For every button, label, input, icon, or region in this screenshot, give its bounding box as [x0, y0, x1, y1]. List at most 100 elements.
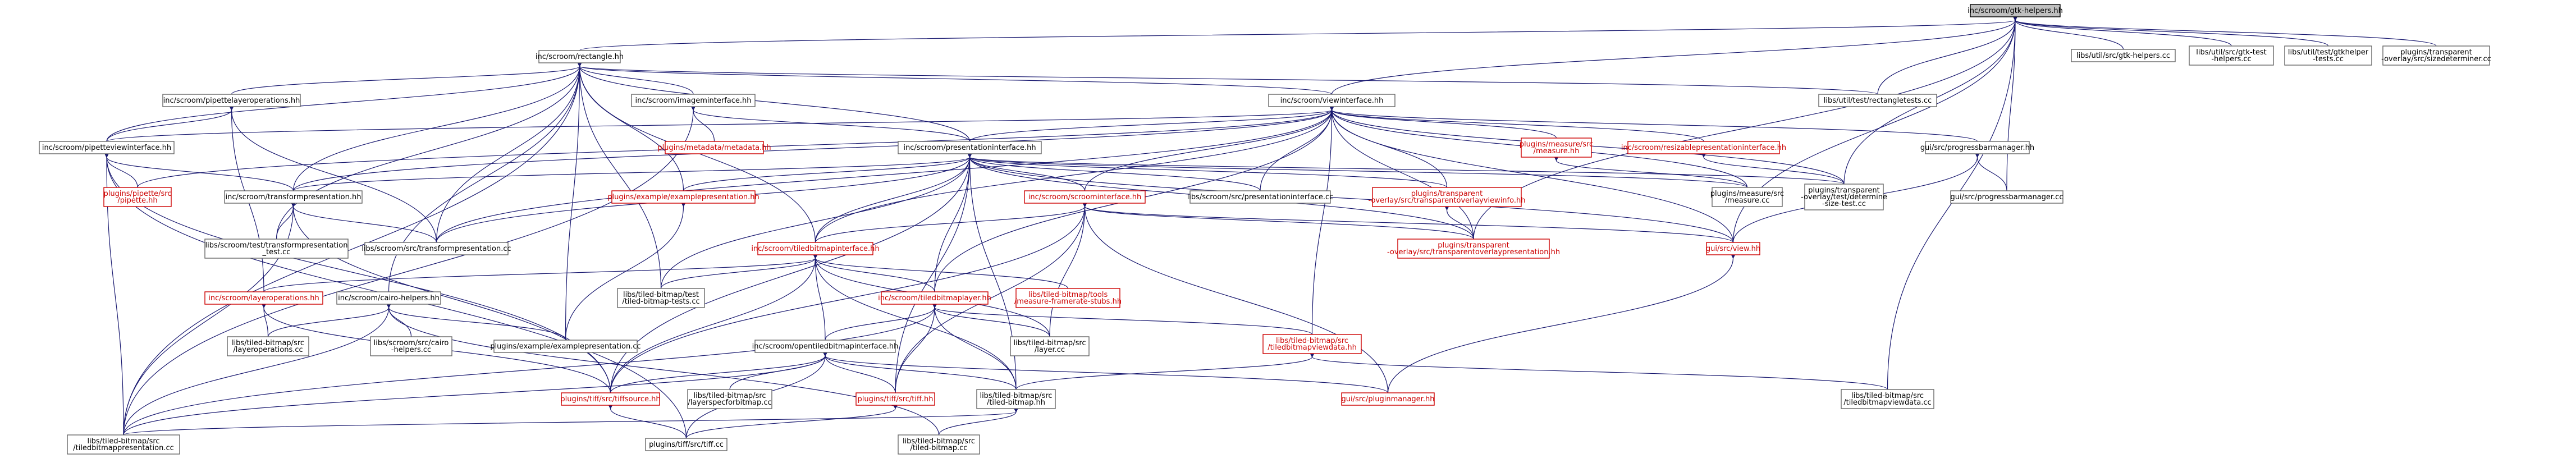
file-node-imgint[interactable]: inc/scroom/imageminterface.hh	[631, 94, 756, 107]
file-node-label: libs/tiled-bitmap/src	[232, 339, 304, 347]
file-node-label: libs/tiled-bitmap/src	[980, 392, 1052, 400]
file-node-label: inc/scroom/scroominterface.hh	[1028, 193, 1141, 201]
file-node-label: libs/scroom/src/presentationinterface.cc	[1187, 193, 1334, 201]
edge-excc-to-exh	[565, 207, 684, 341]
file-node-label: plugins/example/examplepresentation.hh	[607, 193, 759, 201]
file-node-tpcc[interactable]: libs/scroom/src/transformpresentation.cc	[362, 242, 511, 255]
file-node-layercc[interactable]: libs/tiled-bitmap/src/layer.cc	[1010, 336, 1090, 356]
file-node-label: -overlay/test/determine	[1801, 193, 1887, 201]
file-node-box	[687, 389, 772, 409]
edge-pipe-to-rect	[231, 66, 580, 95]
file-node-presint[interactable]: libs/scroom/src/presentationinterface.cc	[1187, 190, 1334, 204]
file-node-label: libs/util/src/gtk-helpers.cc	[2076, 52, 2170, 60]
file-node-tifsrc[interactable]: plugins/tiff/src/tiffsource.hh	[560, 392, 661, 406]
file-node-label: libs/tiled-bitmap/test	[623, 291, 699, 299]
edge-tpresh-to-view	[1332, 110, 1474, 240]
file-node-tbh[interactable]: libs/tiled-bitmap/src/tiled-bitmap.hh	[976, 389, 1056, 409]
file-node-meascc[interactable]: plugins/measure/src/measure.cc	[1710, 187, 1784, 207]
file-node-pipe[interactable]: inc/scroom/pipettelayeroperations.hh	[162, 94, 301, 107]
file-node-label: /tiledbitmappresentation.cc	[73, 444, 174, 452]
file-node-tvinfo[interactable]: plugins/transparent-overlay/src/transpar…	[1369, 187, 1526, 207]
file-node-label: /layeroperations.cc	[233, 346, 303, 354]
file-node-tbcc[interactable]: libs/tiled-bitmap/src/tiled-bitmap.cc	[898, 434, 980, 455]
file-node-tbvd[interactable]: libs/tiled-bitmap/src/tiledbitmapviewdat…	[1262, 334, 1362, 354]
file-node-scroomint[interactable]: inc/scroom/scroominterface.hh	[1024, 190, 1146, 204]
edge-tbcc-to-cairo	[389, 308, 940, 436]
file-node-tbvdcc[interactable]: libs/tiled-bitmap/src/tiledbitmapviewdat…	[1841, 389, 1934, 409]
file-node-meta[interactable]: plugins/metadata/metadata.hh	[657, 141, 771, 154]
file-node-box	[103, 187, 172, 207]
file-node-box	[561, 392, 660, 406]
file-node-lsfb[interactable]: libs/tiled-bitmap/src/layerspecforbitmap…	[687, 389, 772, 409]
file-node-plugman[interactable]: gui/src/pluginmanager.hh	[1341, 392, 1435, 406]
file-node-progh[interactable]: gui/src/progressbarmanager.hh	[1920, 141, 2034, 154]
file-node-cairocc[interactable]: libs/scroom/src/cairo-helpers.cc	[370, 336, 452, 356]
file-node-tpres[interactable]: inc/scroom/transformpresentation.hh	[224, 190, 363, 204]
edge-tbint-to-view	[815, 110, 1332, 243]
file-node-label: plugins/measure/src	[1520, 140, 1593, 149]
file-node-viewh[interactable]: gui/src/view.hh	[1706, 242, 1760, 255]
file-node-label: -tests.cc	[2313, 55, 2344, 63]
file-node-opentb[interactable]: inc/scroom/opentiledbitmapinterface.hh	[752, 340, 899, 353]
file-node-label: inc/scroom/presentationinterface.hh	[903, 144, 1036, 152]
file-node-box	[881, 291, 989, 305]
file-node-tpresh[interactable]: plugins/transparent-overlay/src/transpar…	[1387, 239, 1560, 259]
file-node-label: libs/tiled-bitmap/src	[1013, 339, 1086, 347]
file-node-view[interactable]: inc/scroom/viewinterface.hh	[1268, 94, 1395, 107]
file-node-box	[976, 389, 1056, 409]
file-node-label: -helpers.cc	[2211, 55, 2251, 63]
file-nodes: inc/scroom/gtk-helpers.hh inc/scroom/rect…	[39, 4, 2491, 455]
file-node-label: /tiledbitmapviewdata.hh	[1268, 343, 1357, 352]
file-node-label: /measure-framerate-stubs.hh	[1014, 297, 1122, 306]
file-node-tiffh[interactable]: plugins/tiff/src/tiff.hh	[855, 392, 935, 406]
edge-tbcc-to-tbh	[938, 412, 1017, 436]
edge-tbh-to-tbint	[816, 258, 1017, 390]
file-node-tiffcc[interactable]: plugins/tiff/src/tiff.cc	[645, 438, 727, 451]
file-node-layops[interactable]: inc/scroom/layeroperations.hh	[204, 291, 323, 305]
file-node-cairo[interactable]: inc/scroom/cairo-helpers.hh	[336, 291, 441, 305]
file-node-pipeview[interactable]: inc/scroom/pipetteviewinterface.hh	[39, 141, 175, 154]
file-node-frstub[interactable]: libs/tiled-bitmap/tools/measure-framerat…	[1014, 288, 1122, 308]
edge-tiffh-to-opentb	[825, 356, 896, 393]
file-node-label: /layer.cc	[1035, 346, 1065, 354]
file-node-layopscc[interactable]: libs/tiled-bitmap/src/layeroperations.cc	[227, 336, 309, 356]
edge-meascc-to-pres	[970, 157, 1748, 188]
edge-pres-to-view	[969, 110, 1332, 142]
edge-tiffcc-to-tiffh	[685, 409, 896, 439]
file-node-sizedet[interactable]: plugins/transparent-overlay/src/sizedete…	[2381, 45, 2491, 66]
edge-tbint-to-pres	[815, 157, 970, 243]
file-node-pipetteh[interactable]: plugins/pipette/src/pipette.hh	[103, 187, 172, 207]
file-node-pres[interactable]: inc/scroom/presentationinterface.hh	[898, 141, 1042, 154]
edge-meta-to-imgint	[693, 110, 715, 142]
file-node-rect[interactable]: inc/scroom/rectangle.hh	[536, 50, 624, 63]
file-node-label: inc/scroom/tiledbitmaplayer.hh	[878, 294, 991, 303]
file-node-tptest[interactable]: plugins/transparent-overlay/test/determi…	[1801, 184, 1887, 210]
edge-exh-to-pres	[683, 157, 970, 191]
file-node-rectt[interactable]: libs/util/test/rectangletests.cc	[1818, 94, 1937, 107]
file-node-tblayer[interactable]: inc/scroom/tiledbitmaplayer.hh	[878, 291, 991, 305]
edge-tbint-to-rect	[580, 66, 816, 243]
edge-tbpres-to-rect	[123, 66, 580, 436]
edge-tptest-to-pres	[970, 157, 1845, 185]
file-node-meash[interactable]: plugins/measure/src/measure.hh	[1520, 138, 1593, 158]
file-node-label: plugins/example/examplepresentation.cc	[490, 342, 640, 351]
edge-opentb-to-tbint	[816, 258, 826, 341]
file-node-gtkt[interactable]: libs/util/src/gtk-test-helpers.cc	[2189, 45, 2274, 66]
file-node-tbtest[interactable]: libs/tiled-bitmap/test/tiled-bitmap-test…	[617, 288, 705, 308]
file-node-tbint[interactable]: inc/scroom/tiledbitmapinterface.hh	[751, 242, 880, 255]
file-node-resize[interactable]: inc/scroom/resizablepresentationinterfac…	[1621, 141, 1786, 154]
file-node-box	[67, 434, 180, 455]
file-node-root[interactable]: inc/scroom/gtk-helpers.hh	[1968, 4, 2063, 17]
file-node-tptestcc[interactable]: libs/scroom/test/transformpresentation_t…	[204, 239, 349, 259]
file-node-progcc[interactable]: gui/src/progressbarmanager.cc	[1950, 190, 2063, 204]
file-node-exh[interactable]: plugins/example/examplepresentation.hh	[607, 190, 759, 204]
edge-tptestcc-to-rect	[276, 66, 580, 240]
file-node-gtkh[interactable]: libs/util/src/gtk-helpers.cc	[2071, 49, 2176, 62]
file-node-tbpres[interactable]: libs/tiled-bitmap/src/tiledbitmappresent…	[67, 434, 180, 455]
file-node-label: plugins/measure/src	[1710, 190, 1784, 198]
edge-meascc-to-meash	[1557, 161, 1748, 188]
file-node-excc[interactable]: plugins/example/examplepresentation.cc	[490, 340, 641, 353]
file-node-label: gui/src/pluginmanager.hh	[1342, 395, 1435, 404]
file-node-gth[interactable]: libs/util/test/gtkhelper-tests.cc	[2284, 45, 2372, 66]
file-node-label: inc/scroom/gtk-helpers.hh	[1968, 7, 2063, 15]
